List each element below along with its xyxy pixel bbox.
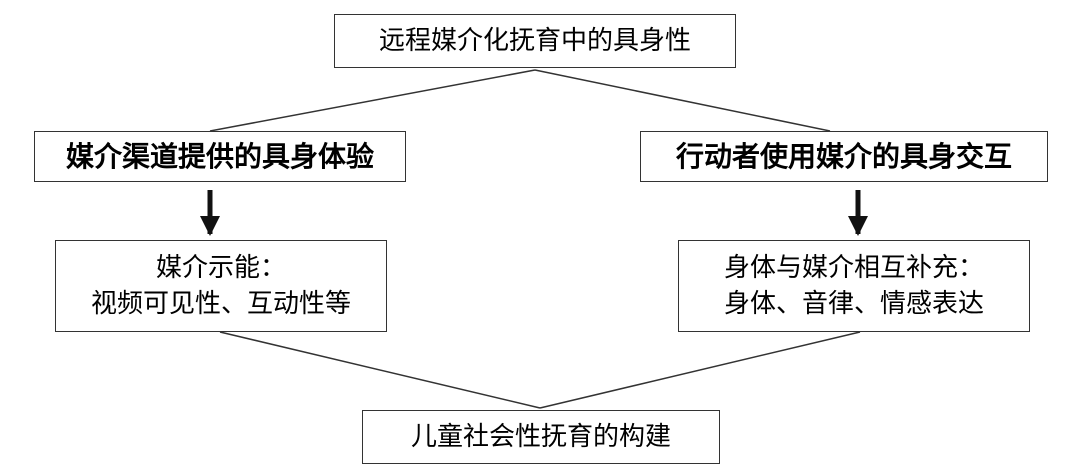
connector-left-to-bottom	[219, 331, 541, 409]
right-detail-box: 身体与媒介相互补充： 身体、音律、情感表达	[678, 240, 1030, 332]
left-branch-text: 媒介渠道提供的具身体验	[65, 139, 374, 173]
connector-right-to-bottom	[539, 331, 861, 409]
right-branch-text: 行动者使用媒介的具身交互	[675, 139, 1012, 173]
right-branch-box: 行动者使用媒介的具身交互	[640, 131, 1048, 182]
left-detail-line2: 视频可见性、互动性等	[90, 289, 351, 319]
top-concept-text: 远程媒介化抚育中的具身性	[378, 26, 691, 56]
bottom-outcome-text: 儿童社会性抚育的构建	[410, 422, 671, 452]
top-concept-box: 远程媒介化抚育中的具身性	[334, 14, 736, 68]
connector-top-to-left	[209, 69, 536, 132]
right-detail-line2: 身体、音律、情感表达	[723, 289, 984, 319]
connector-top-to-right	[534, 69, 831, 132]
right-detail-line1: 身体与媒介相互补充：	[723, 253, 984, 283]
left-branch-box: 媒介渠道提供的具身体验	[34, 131, 406, 182]
left-detail-line1: 媒介示能：	[155, 253, 286, 283]
left-detail-box: 媒介示能： 视频可见性、互动性等	[55, 240, 387, 332]
bottom-outcome-box: 儿童社会性抚育的构建	[362, 410, 720, 464]
